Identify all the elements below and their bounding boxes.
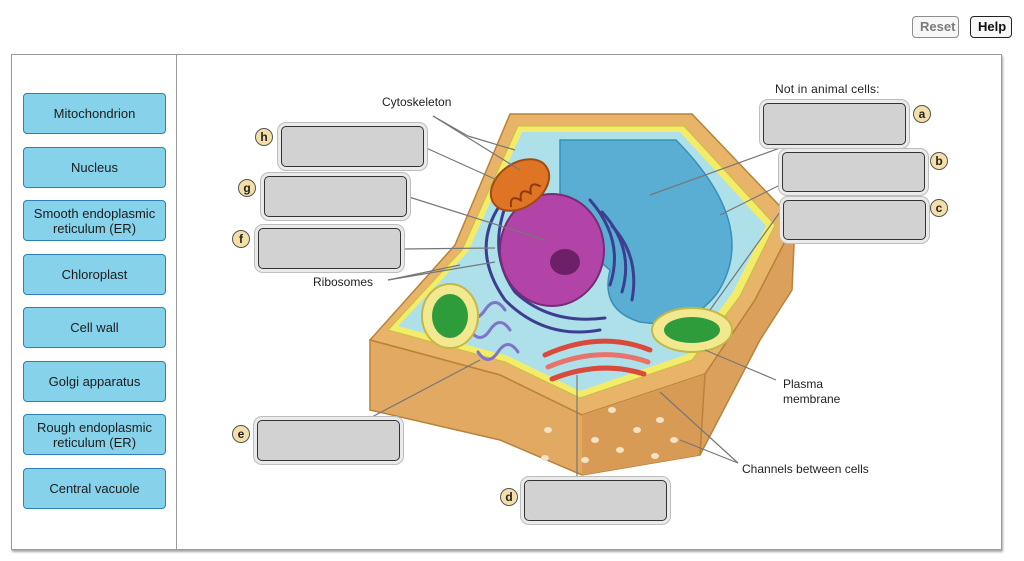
badge-e: e — [232, 425, 250, 443]
badge-a: a — [913, 105, 931, 123]
not-in-animal-cells-label: Not in animal cells: — [775, 82, 880, 96]
drop-target-d[interactable] — [524, 480, 667, 521]
drop-target-e[interactable] — [257, 420, 400, 461]
drop-target-b[interactable] — [782, 152, 925, 192]
label-central-vacuole[interactable]: Central vacuole — [23, 468, 166, 509]
badge-b: b — [930, 152, 948, 170]
help-button[interactable]: Help — [970, 16, 1012, 38]
label-smooth-er[interactable]: Smooth endoplasmic reticulum (ER) — [23, 200, 166, 241]
drop-target-f[interactable] — [258, 228, 401, 269]
drop-target-h[interactable] — [281, 126, 424, 167]
label-chloroplast[interactable]: Chloroplast — [23, 254, 166, 295]
drop-target-a[interactable] — [763, 103, 906, 145]
drop-target-g[interactable] — [264, 176, 407, 217]
panel-divider — [176, 54, 177, 550]
reset-button[interactable]: Reset — [912, 16, 959, 38]
drop-target-c[interactable] — [783, 200, 926, 240]
channels-between-cells-label: Channels between cells — [742, 462, 869, 476]
plasma-membrane-label: Plasma membrane — [783, 377, 841, 406]
ribosomes-label: Ribosomes — [313, 275, 374, 289]
label-nucleus[interactable]: Nucleus — [23, 147, 166, 188]
label-mitochondrion[interactable]: Mitochondrion — [23, 93, 166, 134]
badge-f: f — [232, 230, 250, 248]
badge-c: c — [930, 199, 948, 217]
badge-g: g — [238, 179, 256, 197]
label-cell-wall[interactable]: Cell wall — [23, 307, 166, 348]
label-golgi-apparatus[interactable]: Golgi apparatus — [23, 361, 166, 402]
cytoskeleton-label: Cytoskeleton — [382, 95, 452, 109]
badge-d: d — [500, 488, 518, 506]
label-rough-er[interactable]: Rough endoplasmic reticulum (ER) — [23, 414, 166, 455]
badge-h: h — [255, 128, 273, 146]
